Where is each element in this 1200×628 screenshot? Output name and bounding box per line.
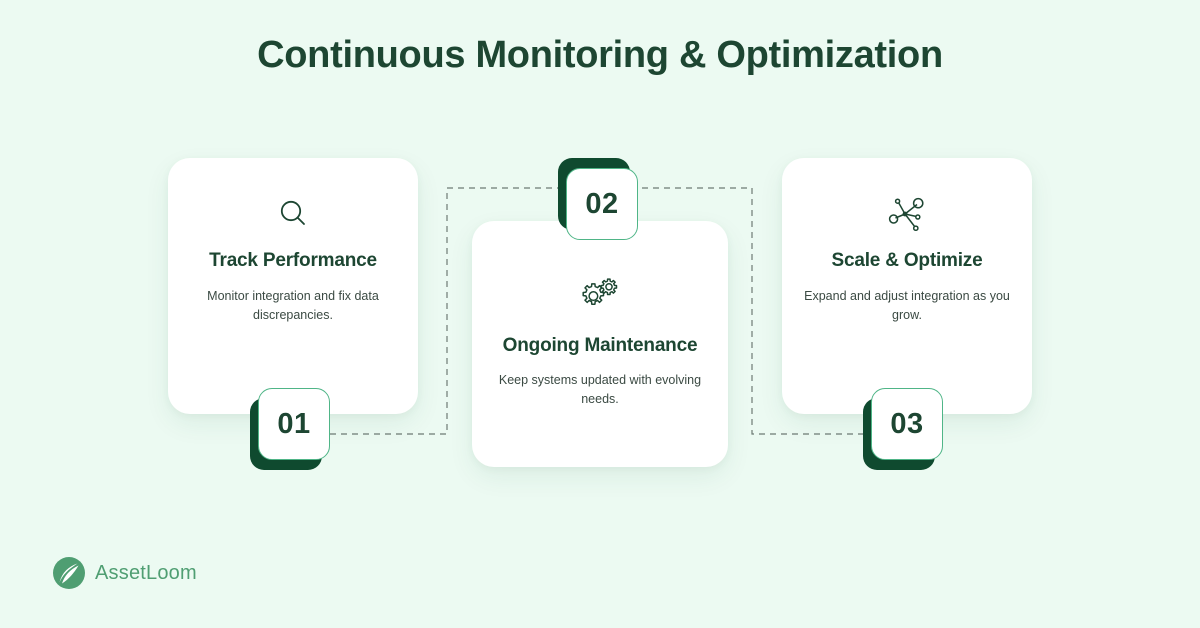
network-nodes-icon <box>886 192 928 236</box>
step-card-2: Ongoing Maintenance Keep systems updated… <box>472 221 728 467</box>
magnifying-glass-icon <box>276 192 310 236</box>
step-card-3-description: Expand and adjust integration as you gro… <box>804 288 1010 322</box>
brand-name: AssetLoom <box>95 561 197 584</box>
brand-logo: AssetLoom <box>52 556 197 590</box>
leaf-circle-logo-icon <box>53 557 85 589</box>
step-card-2-title: Ongoing Maintenance <box>502 335 698 356</box>
step-card-3-title: Scale & Optimize <box>831 250 983 271</box>
step-card-2-description: Keep systems updated with evolving needs… <box>498 372 702 406</box>
gears-icon <box>577 275 623 319</box>
step-card-1-title: Track Performance <box>209 250 377 271</box>
step-badge-02-number: 02 <box>566 168 638 240</box>
step-badge-03: 03 <box>863 388 943 470</box>
page-title: Continuous Monitoring & Optimization <box>257 34 943 76</box>
step-badge-01-number: 01 <box>258 388 330 460</box>
step-card-3: Scale & Optimize Expand and adjust integ… <box>782 158 1032 414</box>
step-badge-01: 01 <box>250 388 330 470</box>
step-card-1: Track Performance Monitor integration an… <box>168 158 418 414</box>
step-card-1-description: Monitor integration and fix data discrep… <box>207 288 379 322</box>
step-badge-03-number: 03 <box>871 388 943 460</box>
step-badge-02: 02 <box>558 158 638 240</box>
